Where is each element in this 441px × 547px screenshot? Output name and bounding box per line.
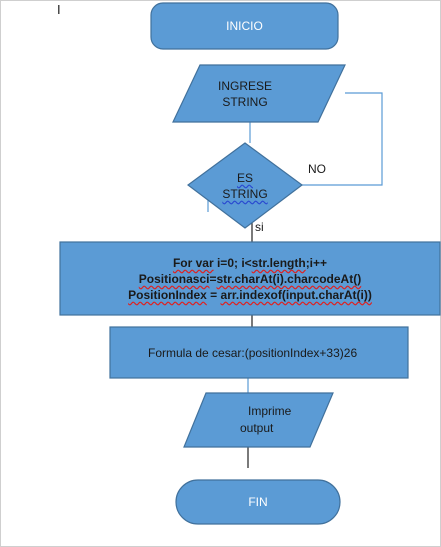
output-label: Imprime output bbox=[240, 403, 291, 437]
no-branch-label: NO bbox=[308, 162, 326, 176]
loop-label-line1: For var i=0; i<str.length;i++ bbox=[172, 256, 328, 270]
end-label: FIN bbox=[248, 495, 268, 509]
input-parallelogram bbox=[172, 64, 346, 123]
yes-branch-label: si bbox=[255, 220, 264, 234]
output-label-line2: output bbox=[240, 421, 274, 435]
formula-label: Formula de cesar:(positionIndex+33)26 bbox=[148, 346, 358, 360]
loop-label: For var i=0; i<str.length;i++ Positionas… bbox=[60, 255, 440, 303]
input-label: INGRESE STRING bbox=[185, 78, 305, 110]
loop-label-line3: PositionIndex = arr.indexof(input.charAt… bbox=[128, 288, 372, 302]
end-terminal bbox=[175, 479, 341, 525]
decision-diamond bbox=[186, 142, 304, 229]
text-cursor: I bbox=[57, 2, 61, 17]
decision-label-line1: ES bbox=[236, 171, 253, 185]
no-branch-connector bbox=[302, 92, 383, 186]
decision-label: ES STRING bbox=[205, 170, 285, 202]
input-label-line1: INGRESE bbox=[217, 79, 272, 93]
loop-label-line2: Positionasci=str.charAt(i).charcodeAt() bbox=[138, 272, 362, 286]
connectors bbox=[207, 92, 383, 212]
start-terminal bbox=[150, 2, 339, 50]
decision-label-line2: STRING bbox=[222, 187, 268, 201]
input-label-line2: STRING bbox=[222, 95, 268, 109]
output-label-line1: Imprime bbox=[248, 404, 292, 418]
loop-process-box bbox=[59, 241, 441, 316]
formula-process-box bbox=[109, 326, 409, 379]
output-parallelogram bbox=[183, 392, 334, 448]
start-label: INICIO bbox=[226, 19, 263, 33]
